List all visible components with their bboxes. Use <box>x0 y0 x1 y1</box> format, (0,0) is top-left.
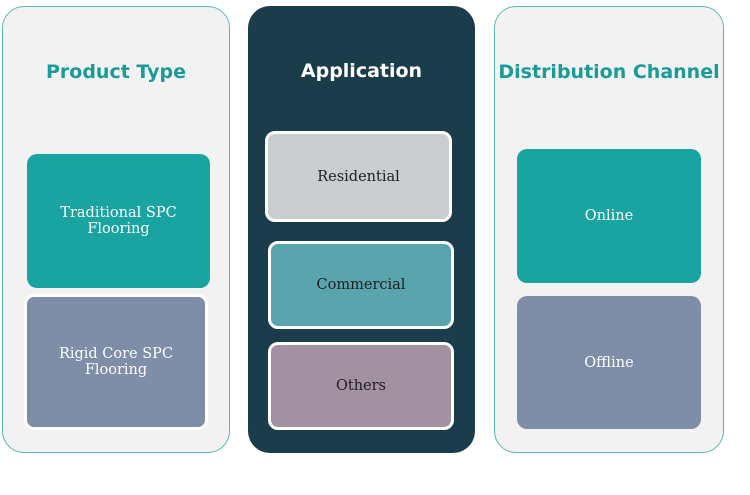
commercial-box: Commercial <box>268 241 454 329</box>
application-title: Application <box>300 60 423 82</box>
rigid-core-spc-flooring-box: Rigid Core SPC Flooring <box>24 294 208 430</box>
residential-box: Residential <box>265 131 452 222</box>
offline-box: Offline <box>517 296 701 429</box>
distribution-channel-title: Distribution Channel <box>498 61 720 83</box>
product-type-title: Product Type <box>45 61 186 83</box>
traditional-spc-flooring-box: Traditional SPC Flooring <box>27 154 210 288</box>
application-panel: Application Residential Commercial Other… <box>248 6 475 453</box>
product-type-panel: Product Type Traditional SPC Flooring Ri… <box>2 6 230 453</box>
others-box: Others <box>268 342 454 430</box>
online-box: Online <box>517 149 701 283</box>
distribution-channel-panel: Distribution Channel Online Offline <box>494 6 724 453</box>
